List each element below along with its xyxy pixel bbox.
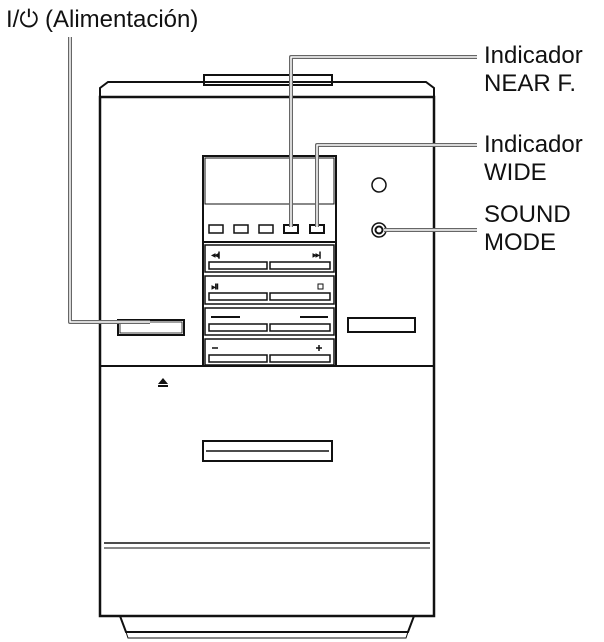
- sound-mode-label-line2: MODE: [484, 229, 556, 256]
- button-row-3[interactable]: [204, 307, 335, 336]
- wide-label-line1: Indicador: [484, 131, 583, 158]
- eject-icon[interactable]: [158, 378, 168, 387]
- button-row-2[interactable]: ▸ll: [204, 275, 335, 305]
- play-pause-icon: ▸ll: [212, 284, 219, 291]
- right-slot: [347, 317, 416, 333]
- function-right-button: [269, 323, 331, 332]
- power-label: I/⏻ (Alimentación): [6, 6, 198, 33]
- wide-label-line2: WIDE: [484, 159, 547, 186]
- play-pause-button: [208, 292, 268, 301]
- stop-icon: [317, 283, 324, 290]
- power-leader: [68, 37, 150, 324]
- volume-up-icon: [316, 345, 322, 351]
- volume-up-button: [269, 354, 331, 363]
- leader-lines: [68, 37, 477, 324]
- wide-leader: [315, 143, 477, 227]
- near-f-label-line1: Indicador: [484, 42, 583, 69]
- top-cap: [99, 74, 435, 98]
- prev-track-icon: ◂◂|: [212, 252, 220, 259]
- device-body: [98, 95, 436, 639]
- volume-down-button: [208, 354, 268, 363]
- next-track-icon: ▸▸|: [313, 252, 321, 259]
- stop-button: [269, 292, 331, 301]
- button-row-1[interactable]: ◂◂| ▸▸|: [204, 244, 335, 273]
- indicator-2: [233, 224, 249, 234]
- function-left-button: [208, 323, 268, 332]
- sound-mode-label-line1: SOUND: [484, 201, 571, 228]
- indicator-row: [208, 224, 325, 234]
- disc-slot: [202, 440, 333, 462]
- near-f-label-line2: NEAR F.: [484, 70, 576, 97]
- control-panel: [202, 155, 337, 367]
- button-row-4[interactable]: [204, 338, 335, 366]
- sensor-circle: [371, 177, 387, 193]
- power-button-inner: [119, 321, 183, 334]
- sound-mode-button[interactable]: [371, 222, 387, 238]
- next-track-button: [269, 261, 331, 270]
- prev-track-button: [208, 261, 268, 270]
- power-button[interactable]: [117, 319, 185, 336]
- indicator-3: [258, 224, 274, 234]
- indicator-1: [208, 224, 224, 234]
